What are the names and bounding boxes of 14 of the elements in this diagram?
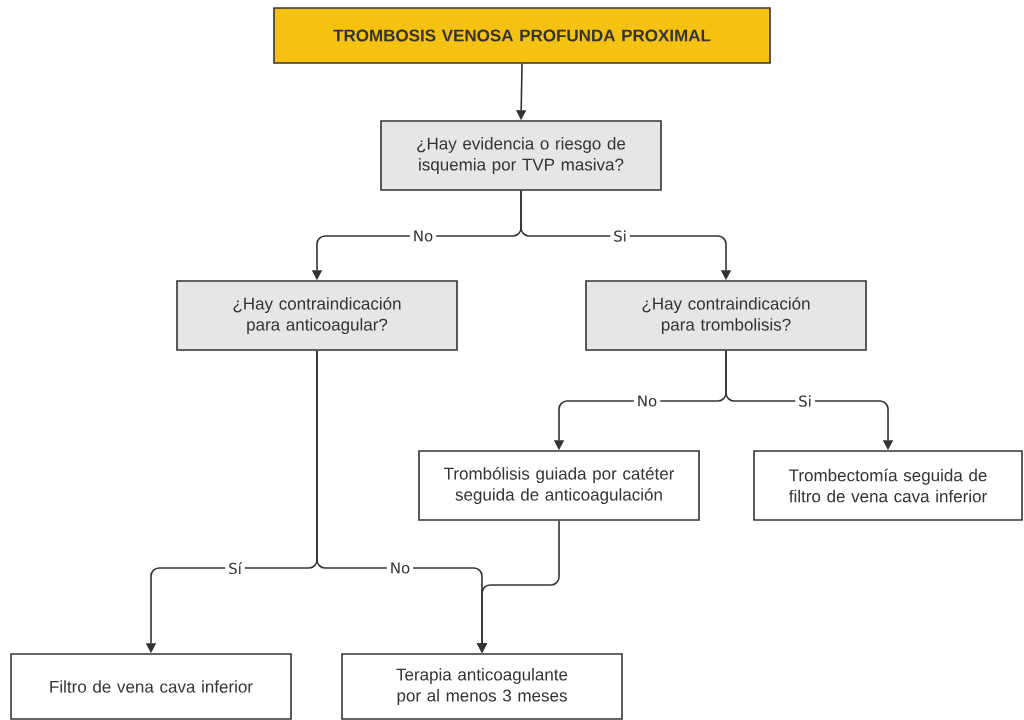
action-box: Trombólisis guiada por catéter seguida de anticoagulación	[418, 450, 700, 521]
edge-label: Si	[795, 392, 815, 410]
title-box: TROMBOSIS VENOSA PROFUNDA PROXIMAL	[273, 7, 771, 64]
question-box: ¿Hay evidencia o riesgo de isquemia por TVP masiva?	[380, 120, 662, 191]
question-box: ¿Hay contraindicación para trombolisis?	[585, 280, 867, 351]
edge-label: No	[386, 559, 414, 577]
action-box: Filtro de vena cava inferior	[10, 653, 292, 720]
action-box: Trombectomía seguida de filtro de vena cava inferior	[753, 450, 1023, 521]
edge-label: No	[633, 392, 661, 410]
edge-label: No	[409, 227, 437, 245]
edge-label: Si	[610, 227, 630, 245]
edge-label: Sí	[225, 558, 245, 578]
question-box: ¿Hay contraindicación para anticoagular?	[176, 280, 458, 351]
action-box: Terapia anticoagulante por al menos 3 meses	[341, 653, 623, 720]
